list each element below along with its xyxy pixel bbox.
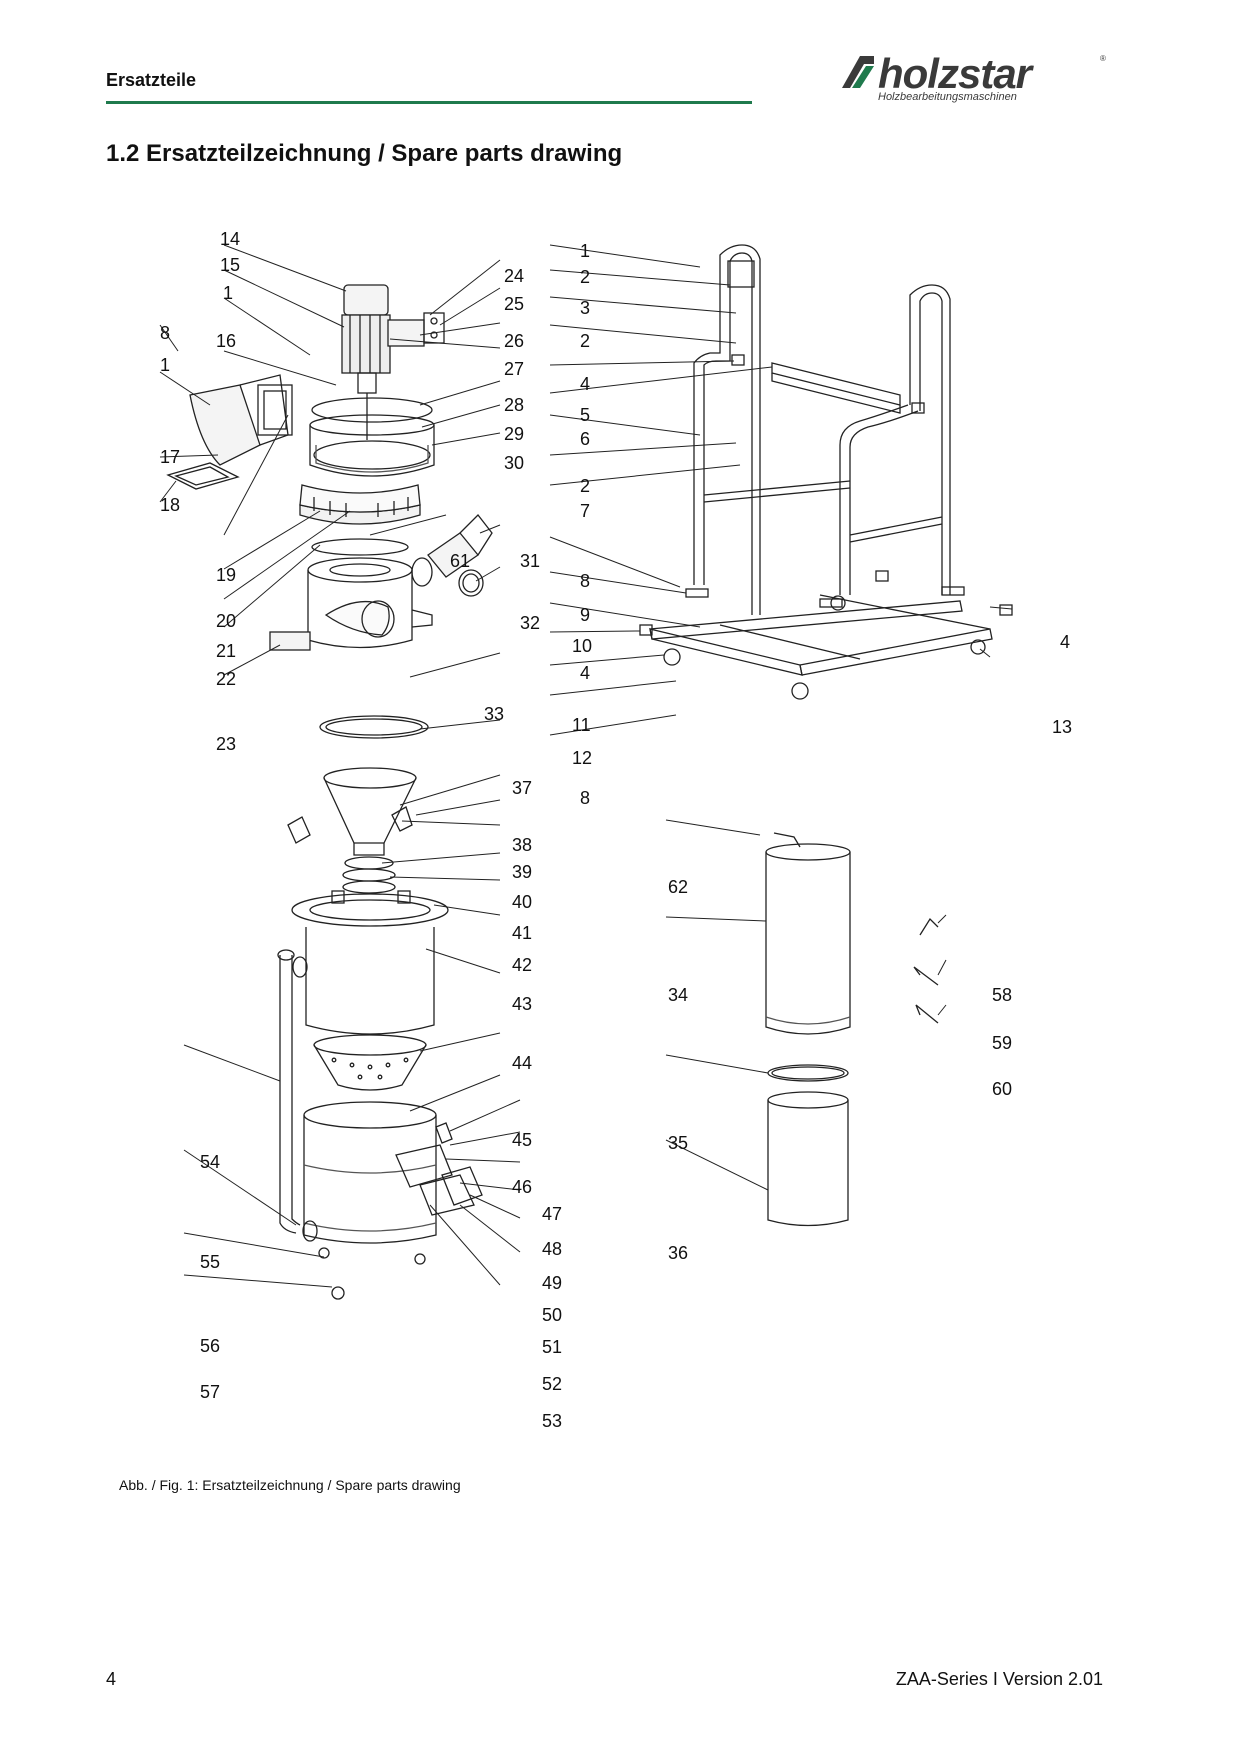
figure-caption: Abb. / Fig. 1: Ersatzteilzeichnung / Spa… [119, 1477, 461, 1493]
callout: 13 [1052, 717, 1072, 737]
callout: 44 [512, 1053, 532, 1073]
callout: 29 [504, 424, 524, 444]
callout: 3 [580, 298, 590, 318]
callout: 6 [580, 429, 590, 449]
callout: 20 [216, 611, 236, 631]
callout: 1 [223, 283, 233, 303]
callout: 35 [668, 1133, 688, 1153]
callout: 47 [542, 1204, 562, 1224]
callout: 12 [572, 748, 592, 768]
callout: 50 [542, 1305, 562, 1325]
callout: 21 [216, 641, 236, 661]
callout: 23 [216, 734, 236, 754]
callout: 17 [160, 447, 180, 467]
callout: 42 [512, 955, 532, 975]
callout: 9 [580, 605, 590, 625]
header-section-label: Ersatzteile [106, 70, 197, 90]
callout: 24 [504, 266, 524, 286]
callout: 60 [992, 1079, 1012, 1099]
header-rule [106, 101, 752, 104]
callout: 43 [512, 994, 532, 1014]
callout: 46 [512, 1177, 532, 1197]
callout: 7 [580, 501, 590, 521]
callout: 25 [504, 294, 524, 314]
callout: 28 [504, 395, 524, 415]
callout: 31 [520, 551, 540, 571]
callouts-left: 14 15 1 8 16 1 17 18 19 20 21 22 23 24 2… [160, 229, 562, 1431]
callout: 34 [668, 985, 688, 1005]
callout: 57 [200, 1382, 220, 1402]
callout: 37 [512, 778, 532, 798]
callout: 11 [572, 715, 591, 735]
callout: 40 [512, 892, 532, 912]
callout: 32 [520, 613, 540, 633]
callout: 51 [542, 1337, 562, 1357]
callout: 2 [580, 476, 590, 496]
callout: 38 [512, 835, 532, 855]
callout: 8 [580, 788, 590, 808]
callout: 4 [580, 663, 590, 683]
callout: 27 [504, 359, 524, 379]
section-title: 1.2 Ersatzteilzeichnung / Spare parts dr… [106, 140, 623, 167]
page-number: 4 [106, 1669, 117, 1689]
callout: 30 [504, 453, 524, 473]
callout: 58 [992, 985, 1012, 1005]
callout: 39 [512, 862, 532, 882]
logo-mark-icon [842, 56, 874, 88]
callout: 5 [580, 405, 590, 425]
logo-subtitle: Holzbearbeitungsmaschinen [878, 91, 1017, 103]
logo-word: holzstar [878, 50, 1032, 97]
callout: 8 [160, 323, 170, 343]
callout: 55 [200, 1252, 220, 1272]
logo-registered-mark: ® [1100, 54, 1106, 63]
callout: 14 [220, 229, 240, 249]
callout: 54 [200, 1152, 220, 1172]
version-label: ZAA-Series I Version 2.01 [895, 1669, 1103, 1689]
callout: 33 [484, 704, 504, 724]
spare-parts-drawing: 14 15 1 8 16 1 17 18 19 20 21 22 23 24 2… [159, 229, 1072, 1431]
callout: 61 [450, 551, 470, 571]
callout: 16 [216, 331, 236, 351]
callout: 59 [992, 1033, 1012, 1053]
callout: 48 [542, 1239, 562, 1259]
callout: 1 [580, 241, 590, 261]
callout: 45 [512, 1130, 532, 1150]
callout: 41 [512, 923, 532, 943]
callout: 52 [542, 1374, 562, 1394]
holzstar-logo: holzstar ® Holzbearbeitungsmaschinen [838, 48, 1108, 108]
callouts-right: 1 2 3 2 4 5 6 2 7 8 9 10 4 11 12 8 4 13 … [572, 241, 1072, 1263]
callout: 18 [160, 495, 180, 515]
callout: 4 [1060, 632, 1070, 652]
callout: 56 [200, 1336, 220, 1356]
callout: 8 [580, 571, 590, 591]
callout: 19 [216, 565, 236, 585]
callout: 62 [668, 877, 688, 897]
callout: 2 [580, 331, 590, 351]
callout: 1 [160, 355, 170, 375]
callout: 15 [220, 255, 240, 275]
callout: 2 [580, 267, 590, 287]
callout: 22 [216, 669, 236, 689]
callout: 36 [668, 1243, 688, 1263]
callout: 53 [542, 1411, 562, 1431]
callout: 10 [572, 636, 592, 656]
callout: 4 [580, 374, 590, 394]
callout: 49 [542, 1273, 562, 1293]
callout: 26 [504, 331, 524, 351]
